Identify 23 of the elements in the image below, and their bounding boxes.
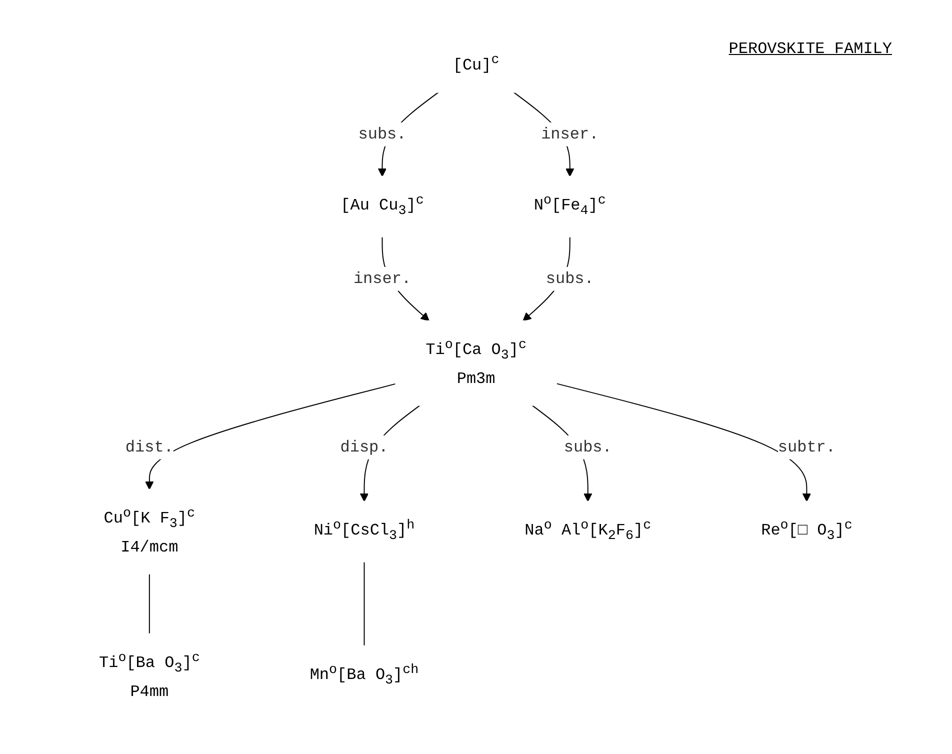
- node-text: N$^{o}$[Fe$_{4}$]$^{c}$: [534, 193, 606, 219]
- node-text: Mn$^{o}$[Ba O$_{3}$]$^{ch}$: [310, 662, 419, 688]
- node-text: Cu$^{o}$[K F$_{3}$]$^{c}$ I4/mcm: [104, 506, 196, 556]
- node-text: Re$^{o}$[□ O$_{3}$]$^{c}$: [761, 518, 853, 544]
- edge-label: subs.: [564, 438, 612, 456]
- edge-label: disp.: [340, 438, 389, 456]
- arrow: [556, 382, 812, 502]
- node-text: Ti$^{o}$[Ca O$_{3}$]$^{c}$ Pm3m: [426, 338, 527, 388]
- edge-label: subs.: [546, 270, 594, 288]
- arrow: [145, 383, 396, 490]
- edge-label: subtr.: [778, 438, 836, 456]
- node-text: [Cu]$^{c}$: [453, 52, 500, 74]
- node-text: Na$^{o}$ Al$^{o}$[K$_{2}$F$_{6}$]$^{c}$: [525, 518, 652, 544]
- edge-label: dist.: [126, 438, 174, 456]
- node-text: Ni$^{o}$[CsCl$_{3}$]$^{h}$: [314, 518, 415, 544]
- connector: [364, 561, 366, 646]
- connector: [149, 573, 150, 634]
- edge-label: inser.: [354, 270, 412, 288]
- edge-label: inser.: [541, 125, 600, 144]
- node-text: [Au Cu$_{3}$]$^{c}$: [340, 193, 424, 219]
- edge-label: subs.: [358, 125, 407, 144]
- node-text: Ti$^{o}$[Ba O$_{3}$]$^{c}$ P4mm: [99, 650, 200, 700]
- diagram-title: PEROVSKITE FAMILY: [728, 40, 892, 58]
